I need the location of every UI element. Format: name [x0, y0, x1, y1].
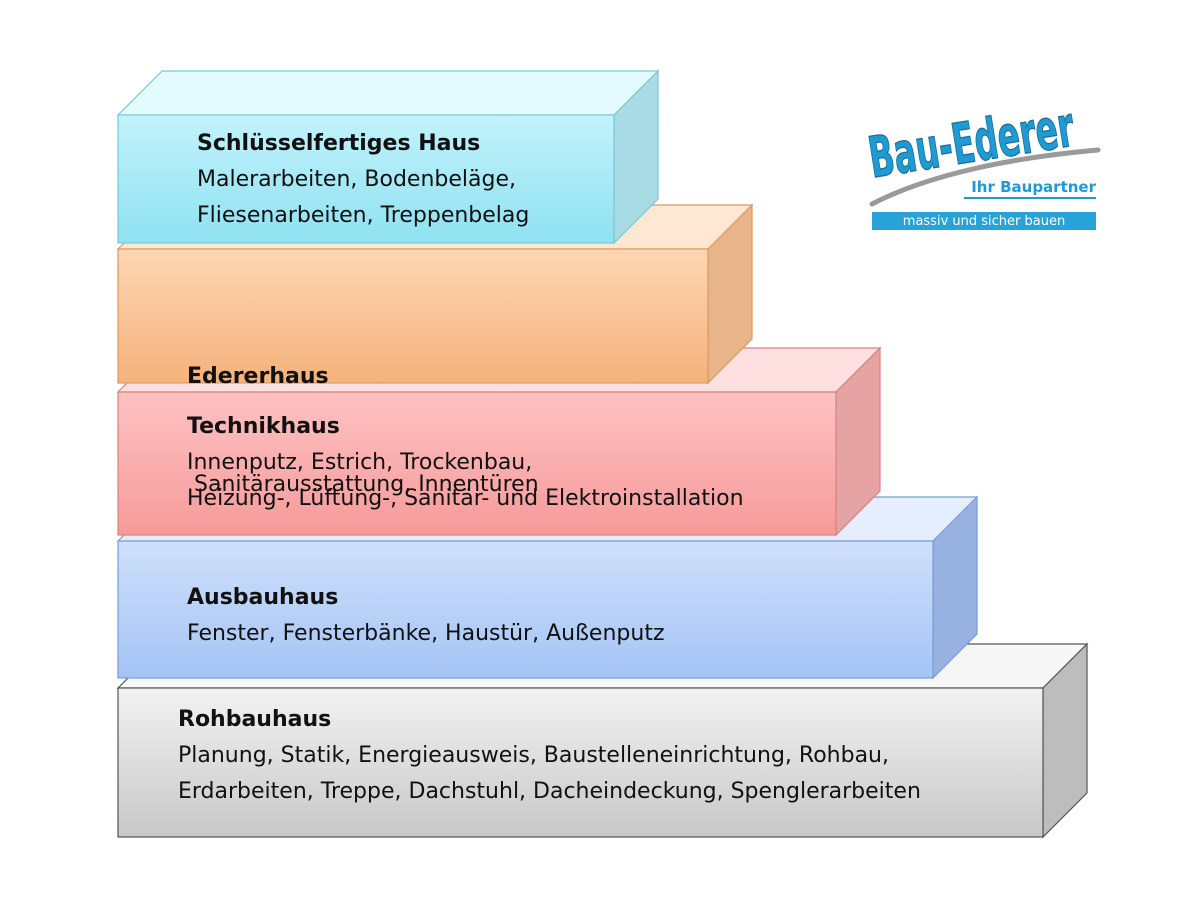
block-line: Innenputz, Estrich, Trockenbau,	[187, 450, 533, 475]
block-line: Sanitärausstattung, Innentüren	[187, 472, 539, 497]
block-front-face	[117, 248, 709, 384]
block-title: Ausbauhaus	[187, 585, 339, 610]
bau-ederer-logo: Bau-Ederer Ihr Baupartner massiv und sic…	[866, 93, 1101, 230]
block-rohbauhaus: Rohbauhaus Planung, Statik, Energieauswe…	[178, 702, 921, 810]
logo-swoosh	[869, 147, 1101, 207]
block-title: Technikhaus	[187, 414, 340, 439]
block-line: Planung, Statik, Energieausweis, Baustel…	[178, 743, 889, 768]
block-edererhaus: Edererhaus Sanitärausstattung, Innentüre…	[187, 287, 539, 539]
logo-slogan-bar	[872, 212, 1096, 230]
block-line: Erdarbeiten, Treppe, Dachstuhl, Dacheind…	[178, 779, 921, 804]
logo-tagline: Ihr Baupartner	[971, 178, 1096, 196]
block-title: Schlüsselfertiges Haus	[197, 131, 481, 156]
logo-underline	[964, 197, 1096, 199]
logo-slogan: massiv und sicher bauen	[903, 214, 1065, 229]
block-front-face	[117, 114, 615, 244]
block-front-face	[117, 391, 837, 536]
block-ausbauhaus: Ausbauhaus Fenster, Fensterbänke, Haustü…	[187, 580, 665, 652]
logo-wordmark: Bau-Ederer	[866, 94, 1078, 191]
block-line: Heizung-, Lüftung-, Sanitär- und Elektro…	[187, 486, 744, 511]
block-top-face	[116, 70, 660, 116]
block-front-face	[117, 540, 934, 679]
block-shape-schluesselfertiges-haus	[116, 69, 660, 245]
block-schluesselfertiges-haus: Schlüsselfertiges Haus Malerarbeiten, Bo…	[197, 126, 529, 234]
block-front-face	[117, 687, 1044, 838]
block-line: Fliesenarbeiten, Treppenbelag	[197, 203, 530, 228]
block-technikhaus: Technikhaus Innenputz, Estrich, Trockenb…	[187, 409, 744, 517]
block-title: Edererhaus	[187, 364, 329, 389]
block-title: Rohbauhaus	[178, 707, 332, 732]
block-line: Malerarbeiten, Bodenbeläge,	[197, 167, 516, 192]
block-line: Fenster, Fensterbänke, Haustür, Außenput…	[187, 621, 665, 646]
